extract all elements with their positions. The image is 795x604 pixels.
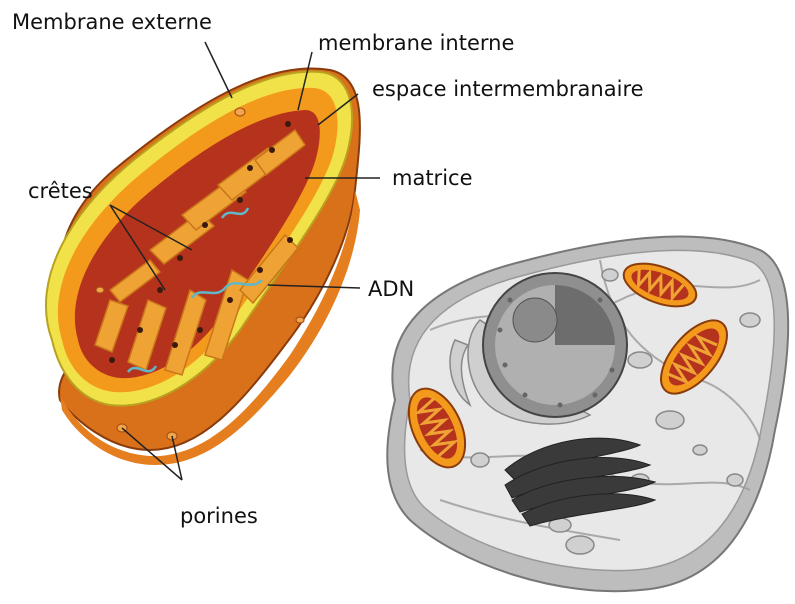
label-outer-membrane: Membrane externe (12, 12, 212, 33)
label-matrix: matrice (392, 168, 473, 189)
label-porins: porines (180, 506, 258, 527)
label-cristae: crêtes (28, 181, 93, 202)
label-dna: ADN (368, 279, 414, 300)
cell-illustration (387, 236, 788, 591)
label-intermembrane-space: espace intermembranaire (372, 79, 644, 100)
mitochondrion-illustration (46, 68, 360, 465)
cell-nucleus (483, 273, 627, 417)
label-inner-membrane: membrane interne (318, 33, 514, 54)
